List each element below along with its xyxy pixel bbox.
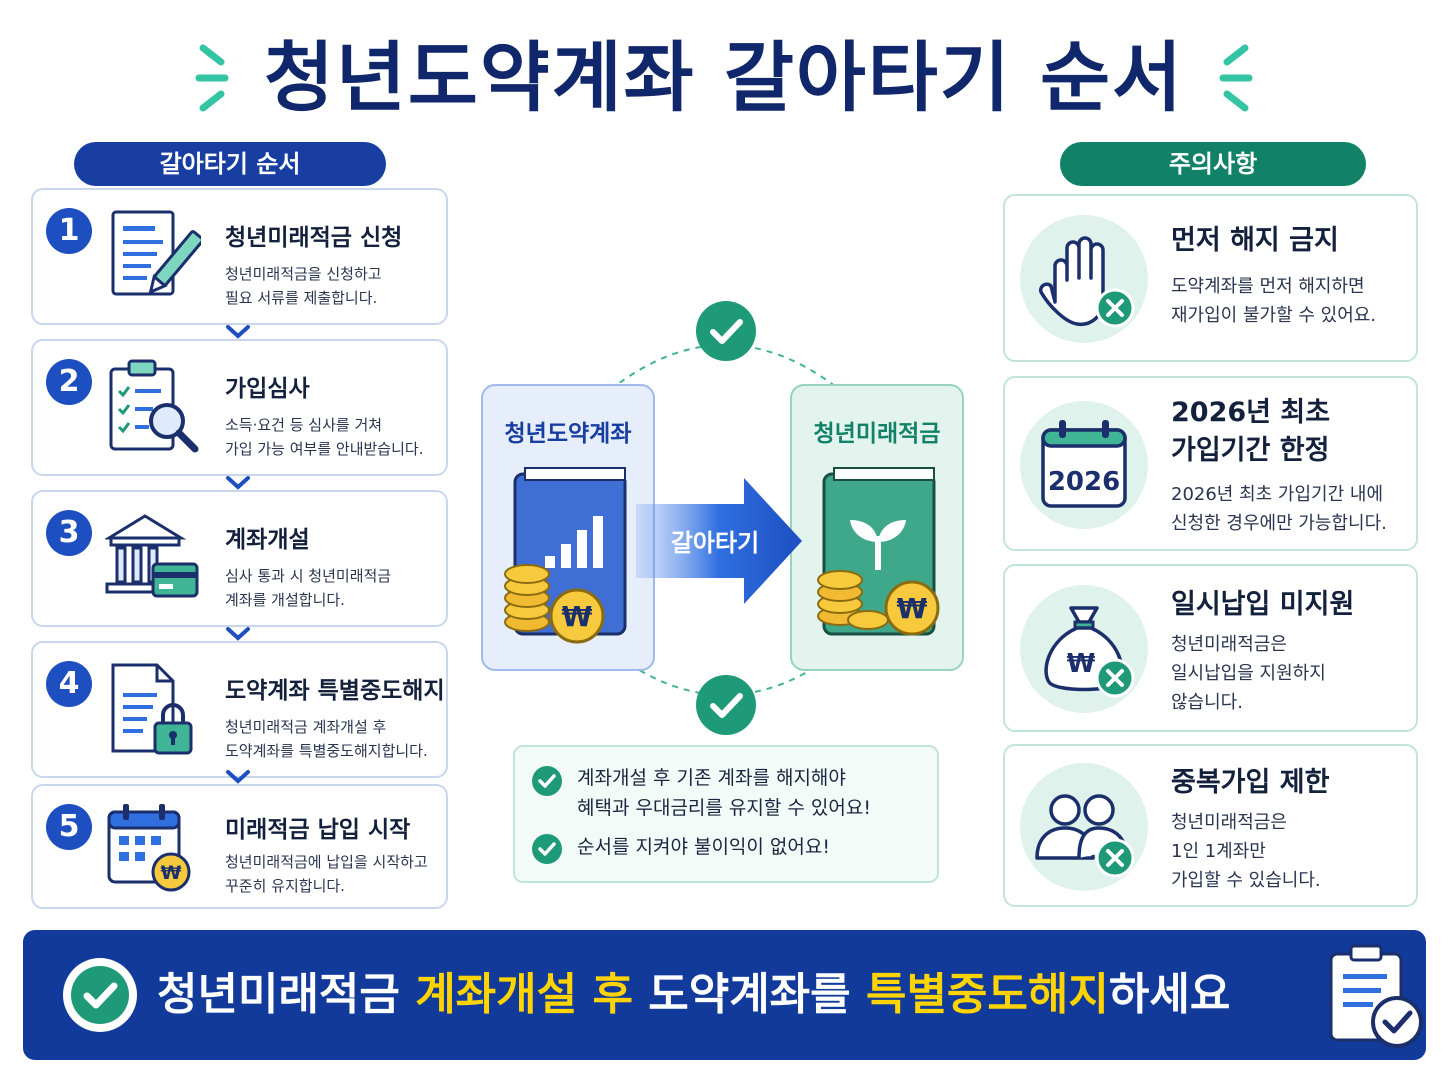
steps-section-header: 갈아타기 순서 <box>74 142 386 186</box>
step-card-3: 3 계좌개설 심사 통과 시 청년미래적금 계좌를 개설합니다. <box>31 490 448 627</box>
clipboard-check-icon <box>1329 944 1423 1048</box>
caution-description: 청년미래적금은 1인 1계좌만 가입할 수 있습니다. <box>1171 812 1321 891</box>
won-text: ₩ <box>161 862 182 884</box>
step-description: 청년미래적금을 신청하고 필요 서류를 제출합니다. <box>225 265 382 307</box>
step-card-4: 4 도약계좌 특별중도해지 청년미래적금 계좌개설 후 도약계좌를 특별중도해지… <box>31 641 448 778</box>
bottom-banner: 청년미래적금 계좌개설 후 도약계좌를 특별중도해지하세요 <box>23 930 1426 1060</box>
caution-card-2: 2026 2026년 최초 가입기간 한정 2026년 최초 가입기간 내에 신… <box>1003 376 1418 551</box>
switch-arrow-icon <box>636 478 802 604</box>
note-text: 순서를 지켜야 불이익이 없어요! <box>577 836 830 858</box>
cautions-section-header: 주의사항 <box>1060 142 1366 186</box>
caution-card-1: 먼저 해지 금지 도약계좌를 먼저 해지하면 재가입이 불가할 수 있어요. <box>1003 194 1418 362</box>
bank-card-icon <box>105 514 199 598</box>
money-bag-icon: ₩ <box>1020 585 1148 713</box>
sparkle-right-icon <box>1219 44 1253 112</box>
won-text: ₩ <box>1067 649 1096 679</box>
calendar-coin-icon: ₩ <box>107 804 191 892</box>
step-number-badge: 3 <box>46 510 92 556</box>
won-text: ₩ <box>897 592 928 625</box>
step-card-1: 1 청년미래적금 신청 청년미래적금을 신청하고 필요 서류를 제출합니다. <box>31 188 448 325</box>
step-number-badge: 1 <box>46 208 92 254</box>
step-title: 계좌개설 <box>225 527 310 553</box>
chevron-down-icon <box>226 476 250 490</box>
caution-description: 청년미래적금은 일시납입을 지원하지 않습니다. <box>1171 634 1326 713</box>
caution-title: 먼저 해지 금지 <box>1171 225 1339 256</box>
center-notes-box: 계좌개설 후 기존 계좌를 해지해야 혜택과 우대금리를 유지할 수 있어요! … <box>513 745 939 883</box>
check-circle-icon <box>696 301 756 361</box>
step-number-badge: 5 <box>46 804 92 850</box>
note-text: 계좌개설 후 기존 계좌를 해지해야 혜택과 우대금리를 유지할 수 있어요! <box>577 767 871 819</box>
bankbook-chart-icon: ₩ <box>504 467 627 644</box>
caution-title: 중복가입 제한 <box>1171 767 1330 798</box>
bankbook-sprout-icon: ₩ <box>817 467 940 636</box>
banner-highlight: 계좌개설 후 <box>415 969 633 1020</box>
step-number-badge: 2 <box>46 359 92 405</box>
step-title: 가입심사 <box>225 376 310 402</box>
step-description: 소득·요건 등 심사를 거쳐 가입 가능 여부를 안내받습니다. <box>225 416 424 458</box>
calendar-year-text: 2026 <box>1048 467 1120 497</box>
caution-title: 일시납입 미지원 <box>1171 589 1355 620</box>
step-description: 청년미래적금 계좌개설 후 도약계좌를 특별중도해지합니다. <box>225 718 428 760</box>
step-card-5: 5 ₩ 미래적금 납입 시작 청년미래적금에 납입을 시작하고 꾸준히 유지합니… <box>31 784 448 909</box>
caution-description: 도약계좌를 먼저 해지하면 재가입이 불가할 수 있어요. <box>1171 276 1377 326</box>
chevron-down-icon <box>226 627 250 641</box>
calendar-2026-icon: 2026 <box>1020 401 1148 529</box>
caution-title: 2026년 최초 가입기간 한정 <box>1171 397 1331 466</box>
banner-text-part: 하세요 <box>1108 969 1231 1020</box>
banner-message: 청년미래적금 계좌개설 후 도약계좌를 특별중도해지하세요 <box>157 962 1230 1028</box>
chevron-down-icon <box>226 770 250 784</box>
caution-card-3: ₩ 일시납입 미지원 청년미래적금은 일시납입을 지원하지 않습니다. <box>1003 564 1418 732</box>
document-lock-icon <box>111 663 193 755</box>
check-circle-icon <box>532 834 562 864</box>
to-account-card: 청년미래적금 ₩ <box>790 384 964 671</box>
step-title: 도약계좌 특별중도해지 <box>225 678 445 704</box>
to-account-label: 청년미래적금 <box>813 421 941 447</box>
sparkle-left-icon <box>195 44 229 112</box>
step-title: 청년미래적금 신청 <box>225 225 403 251</box>
document-pen-icon <box>111 210 201 296</box>
step-description: 심사 통과 시 청년미래적금 계좌를 개설합니다. <box>225 567 392 609</box>
chevron-down-icon <box>226 325 250 339</box>
banner-highlight: 특별중도해지 <box>865 969 1109 1020</box>
check-circle-icon <box>532 766 562 796</box>
banner-text-part: 청년미래적금 <box>157 969 416 1020</box>
check-circle-icon <box>63 958 137 1032</box>
switch-arrow-label: 갈아타기 <box>670 529 760 557</box>
check-circle-icon <box>696 675 756 735</box>
users-icon <box>1020 763 1148 891</box>
from-account-label: 청년도약계좌 <box>504 421 632 447</box>
caution-description: 2026년 최초 가입기간 내에 신청한 경우에만 가능합니다. <box>1171 484 1387 534</box>
clipboard-magnifier-icon <box>109 359 199 453</box>
won-text: ₩ <box>562 600 593 633</box>
page-title-bar: 청년도약계좌 갈아타기 순서 <box>0 28 1448 128</box>
caution-card-4: 중복가입 제한 청년미래적금은 1인 1계좌만 가입할 수 있습니다. <box>1003 744 1418 907</box>
page-title: 청년도약계좌 갈아타기 순서 <box>264 33 1184 122</box>
banner-text-part: 도약계좌를 <box>632 969 866 1020</box>
from-account-card: 청년도약계좌 ₩ <box>481 384 655 671</box>
step-number-badge: 4 <box>46 661 92 707</box>
step-description: 청년미래적금에 납입을 시작하고 꾸준히 유지합니다. <box>225 853 428 895</box>
stop-hand-icon <box>1020 215 1148 343</box>
step-card-2: 2 가입심사 소득·요건 등 심사를 거쳐 가입 가능 여부를 안내받습니다. <box>31 339 448 476</box>
step-title: 미래적금 납입 시작 <box>225 817 411 843</box>
